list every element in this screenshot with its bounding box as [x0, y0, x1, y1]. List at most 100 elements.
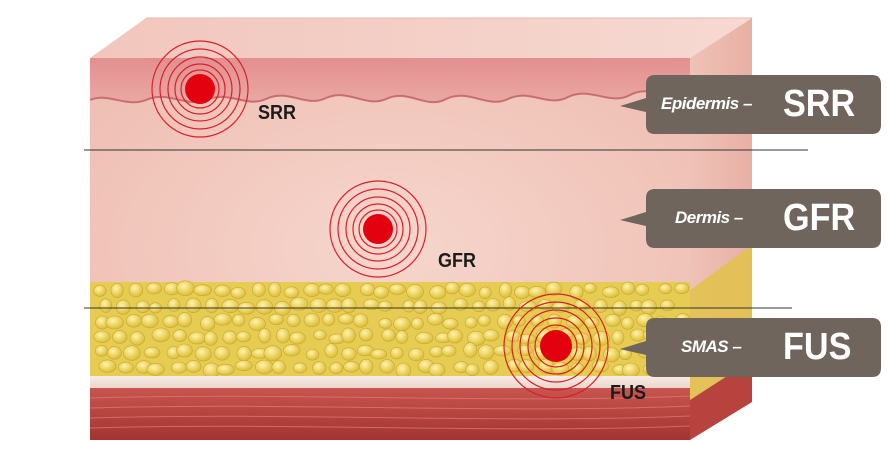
- fat-cell: [334, 283, 352, 297]
- fat-cell: [125, 314, 142, 328]
- fat-cell: [478, 286, 492, 299]
- fat-cell: [214, 346, 231, 361]
- fat-cell: [413, 299, 428, 314]
- callout-epidermis-bubble: [620, 75, 881, 134]
- layer-name-epidermis: Epidermis: [661, 94, 739, 113]
- fat-cell: [381, 328, 396, 342]
- fat-cell: [93, 330, 111, 343]
- fat-cell: [135, 300, 150, 313]
- fat-cell: [283, 286, 300, 299]
- fat-cell: [193, 284, 212, 297]
- fat-cell: [286, 313, 301, 328]
- fat-cell: [322, 312, 336, 326]
- fat-cell: [248, 317, 266, 331]
- fat-cell: [312, 361, 327, 375]
- fat-cell: [325, 298, 344, 313]
- callout-epidermis: Epidermis – SRR: [645, 75, 881, 133]
- callout-epidermis-name: Epidermis –: [661, 94, 752, 114]
- fat-cell: [146, 282, 162, 295]
- fat-cell: [379, 359, 395, 374]
- fat-cell: [447, 328, 463, 344]
- fat-cell: [592, 331, 611, 346]
- fat-cell: [205, 298, 219, 314]
- layer-separator-epidermis: –: [742, 94, 752, 113]
- fat-cell: [255, 299, 274, 315]
- fat-cell: [463, 342, 478, 358]
- skin-top-surface: [90, 18, 752, 58]
- fat-cell: [232, 314, 246, 327]
- fat-cell: [176, 343, 193, 358]
- fat-cell: [498, 282, 513, 299]
- fat-cell: [502, 296, 516, 311]
- fat-cell: [477, 314, 491, 327]
- callout-smas-code: FUS: [783, 325, 852, 368]
- fat-cell: [222, 330, 238, 345]
- fat-cell: [620, 281, 636, 295]
- fat-cell: [621, 362, 640, 378]
- fat-cell: [406, 284, 424, 300]
- fat-cell: [485, 298, 501, 312]
- fat-cell: [95, 345, 109, 357]
- fascia-layer: [90, 376, 690, 390]
- fat-cell: [329, 362, 344, 375]
- fat-cell: [445, 281, 460, 295]
- fat-cell: [359, 327, 374, 342]
- fat-cell: [115, 299, 131, 315]
- marker-fus: [503, 293, 609, 399]
- layer-name-dermis: Dermis: [675, 208, 730, 227]
- fat-cell: [337, 313, 355, 325]
- marker-label-gfr: GFR: [438, 250, 476, 272]
- fat-cell: [112, 330, 128, 344]
- fat-cell: [545, 281, 563, 296]
- fat-cell: [453, 298, 468, 311]
- fat-cell: [458, 282, 476, 298]
- fat-cell: [289, 297, 309, 311]
- fat-cell: [477, 344, 495, 360]
- fat-cell: [410, 317, 424, 330]
- fat-cell: [235, 360, 253, 371]
- fat-cell: [110, 282, 124, 298]
- fat-cell: [482, 359, 499, 375]
- fat-cell: [214, 284, 231, 297]
- callout-smas: SMAS – FUS: [645, 318, 881, 376]
- fat-cell: [573, 332, 590, 345]
- marker-label-fus: FUS: [610, 382, 646, 404]
- fat-cell: [213, 313, 232, 326]
- fat-cell: [341, 327, 356, 344]
- fat-cell: [146, 363, 165, 376]
- fat-cell: [172, 329, 188, 342]
- muscle-layer: [90, 388, 690, 440]
- fat-cell: [604, 313, 621, 327]
- fat-cell: [640, 299, 657, 315]
- marker-label-srr: SRR: [258, 102, 297, 124]
- fat-cell: [251, 282, 266, 297]
- fat-cell: [258, 328, 271, 344]
- fat-cell: [660, 299, 675, 311]
- fat-cell: [107, 346, 122, 360]
- fat-cell: [167, 298, 181, 312]
- fat-cell: [513, 285, 531, 299]
- fat-cell: [151, 327, 171, 343]
- fat-cell: [630, 328, 646, 342]
- fat-cell: [408, 347, 425, 362]
- fat-cell: [263, 345, 282, 362]
- fat-cell: [593, 299, 608, 313]
- fat-cell: [359, 358, 374, 375]
- fat-cell: [393, 316, 411, 332]
- fat-cell: [373, 285, 389, 299]
- marker-srr: [151, 40, 249, 138]
- fat-cell: [569, 284, 584, 300]
- callout-smas-name: SMAS –: [681, 337, 742, 357]
- fat-cell: [674, 282, 690, 295]
- fat-cell: [99, 298, 113, 313]
- fat-cell: [493, 345, 512, 357]
- callout-epidermis-code: SRR: [783, 82, 856, 125]
- fat-cell: [185, 360, 202, 373]
- fat-cell: [318, 283, 334, 295]
- fat-cell: [283, 344, 301, 357]
- fat-cell: [305, 348, 320, 361]
- fat-cell: [230, 286, 246, 299]
- fat-cell: [185, 297, 202, 314]
- fat-cell: [402, 299, 416, 313]
- fat-cell: [129, 331, 145, 346]
